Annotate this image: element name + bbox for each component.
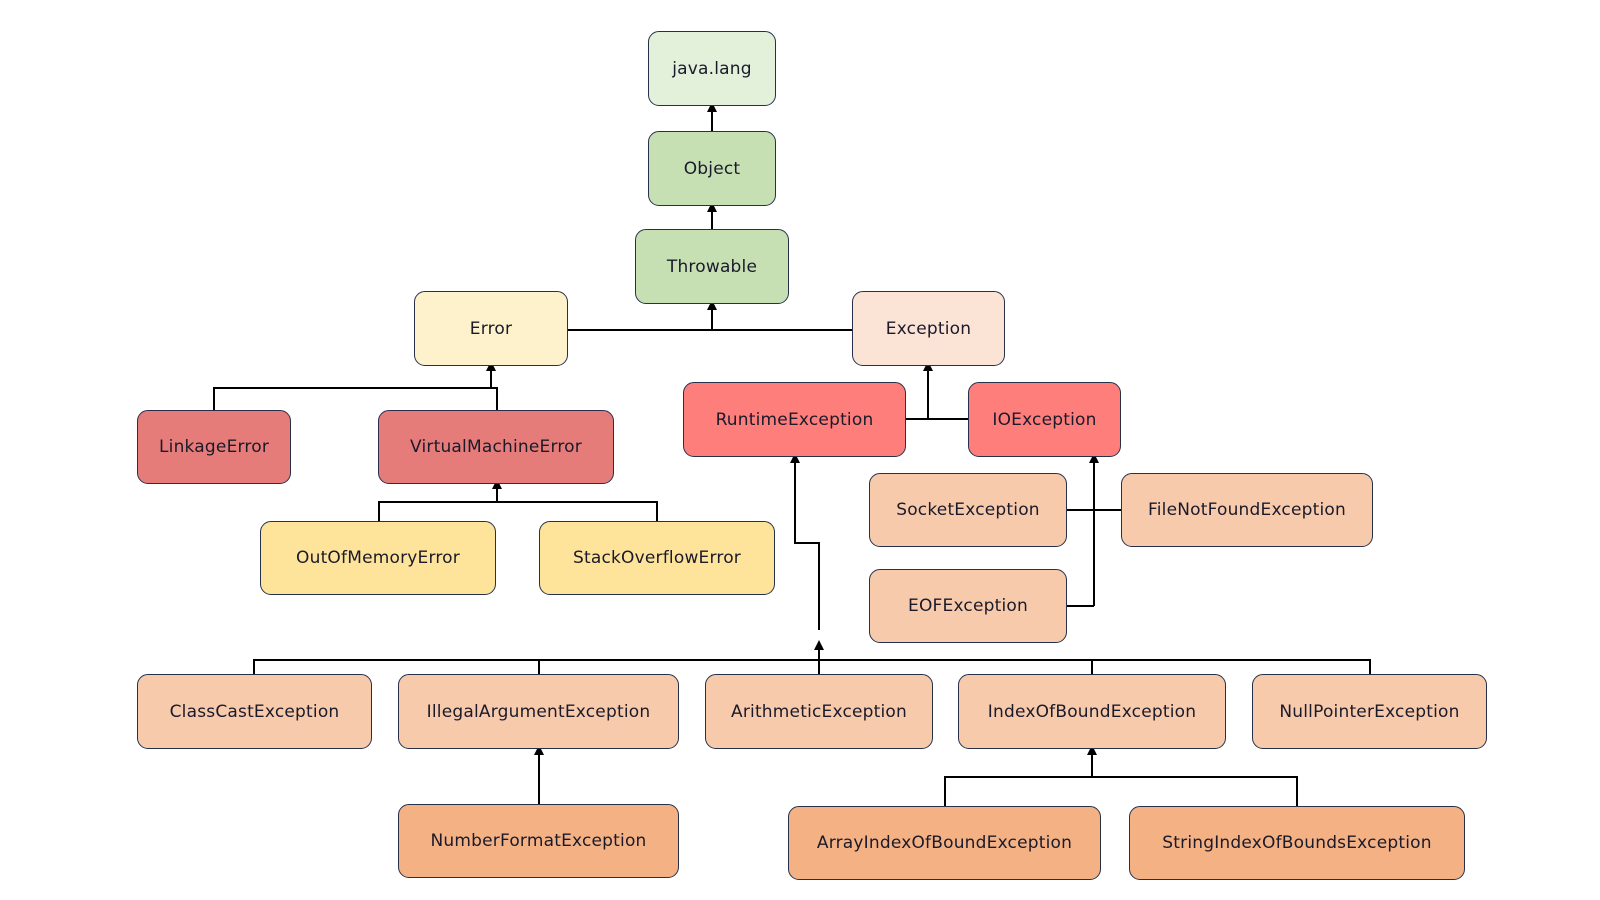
node-illegal-argument-exception: IllegalArgumentException [398,674,679,749]
node-label: IllegalArgumentException [426,701,651,722]
node-linkage-error: LinkageError [137,410,291,484]
node-label: IndexOfBoundException [987,701,1197,722]
node-error: Error [414,291,568,366]
node-label: ArithmeticException [731,701,907,722]
node-out-of-memory-error: OutOfMemoryError [260,521,496,595]
edge-index-children-bar [944,776,1298,806]
node-label: StackOverflowError [572,548,741,568]
node-label: ClassCastException [169,701,340,722]
node-label: EOFException [908,596,1028,616]
node-label: NullPointerException [1279,701,1460,722]
node-stack-overflow-error: StackOverflowError [539,521,775,595]
node-label: FileNotFoundException [1147,500,1346,520]
node-string-index-of-bounds-exception: StringIndexOfBoundsException [1129,806,1465,880]
node-runtime-exception: RuntimeException [683,382,906,457]
node-virtual-machine-error: VirtualMachineError [378,410,614,484]
edge-vm-error-children-bar [378,501,658,521]
node-label: SocketException [896,500,1040,520]
node-label: OutOfMemoryError [296,548,460,568]
node-label: Object [683,158,741,179]
node-label: LinkageError [158,437,270,457]
edge-error-children-bar [213,387,498,410]
node-label: RuntimeException [715,409,874,430]
node-socket-exception: SocketException [869,473,1067,547]
node-label: ArrayIndexOfBoundException [816,833,1073,853]
edge-to-runtime-exception [790,453,820,630]
node-number-format-exception: NumberFormatException [398,804,679,878]
node-label: Exception [885,318,972,339]
node-index-of-bound-exception: IndexOfBoundException [958,674,1226,749]
node-io-exception: IOException [968,382,1121,457]
node-label: IOException [992,409,1097,430]
node-null-pointer-exception: NullPointerException [1252,674,1487,749]
node-file-not-found-exception: FileNotFoundException [1121,473,1373,547]
node-array-index-of-bound-exception: ArrayIndexOfBoundException [788,806,1101,880]
node-label: VirtualMachineError [410,437,582,457]
node-label: NumberFormatException [430,831,647,851]
edge-runtime-children-bar [253,659,1371,674]
node-class-cast-exception: ClassCastException [137,674,372,749]
node-arithmetic-exception: ArithmeticException [705,674,933,749]
node-java-lang: java.lang [648,31,776,106]
node-label: StringIndexOfBoundsException [1162,833,1432,853]
node-label: java.lang [672,58,752,79]
node-throwable: Throwable [635,229,789,304]
node-exception: Exception [852,291,1005,366]
node-label: Error [469,318,513,339]
node-label: Throwable [666,256,758,277]
node-object: Object [648,131,776,206]
node-eof-exception: EOFException [869,569,1067,643]
